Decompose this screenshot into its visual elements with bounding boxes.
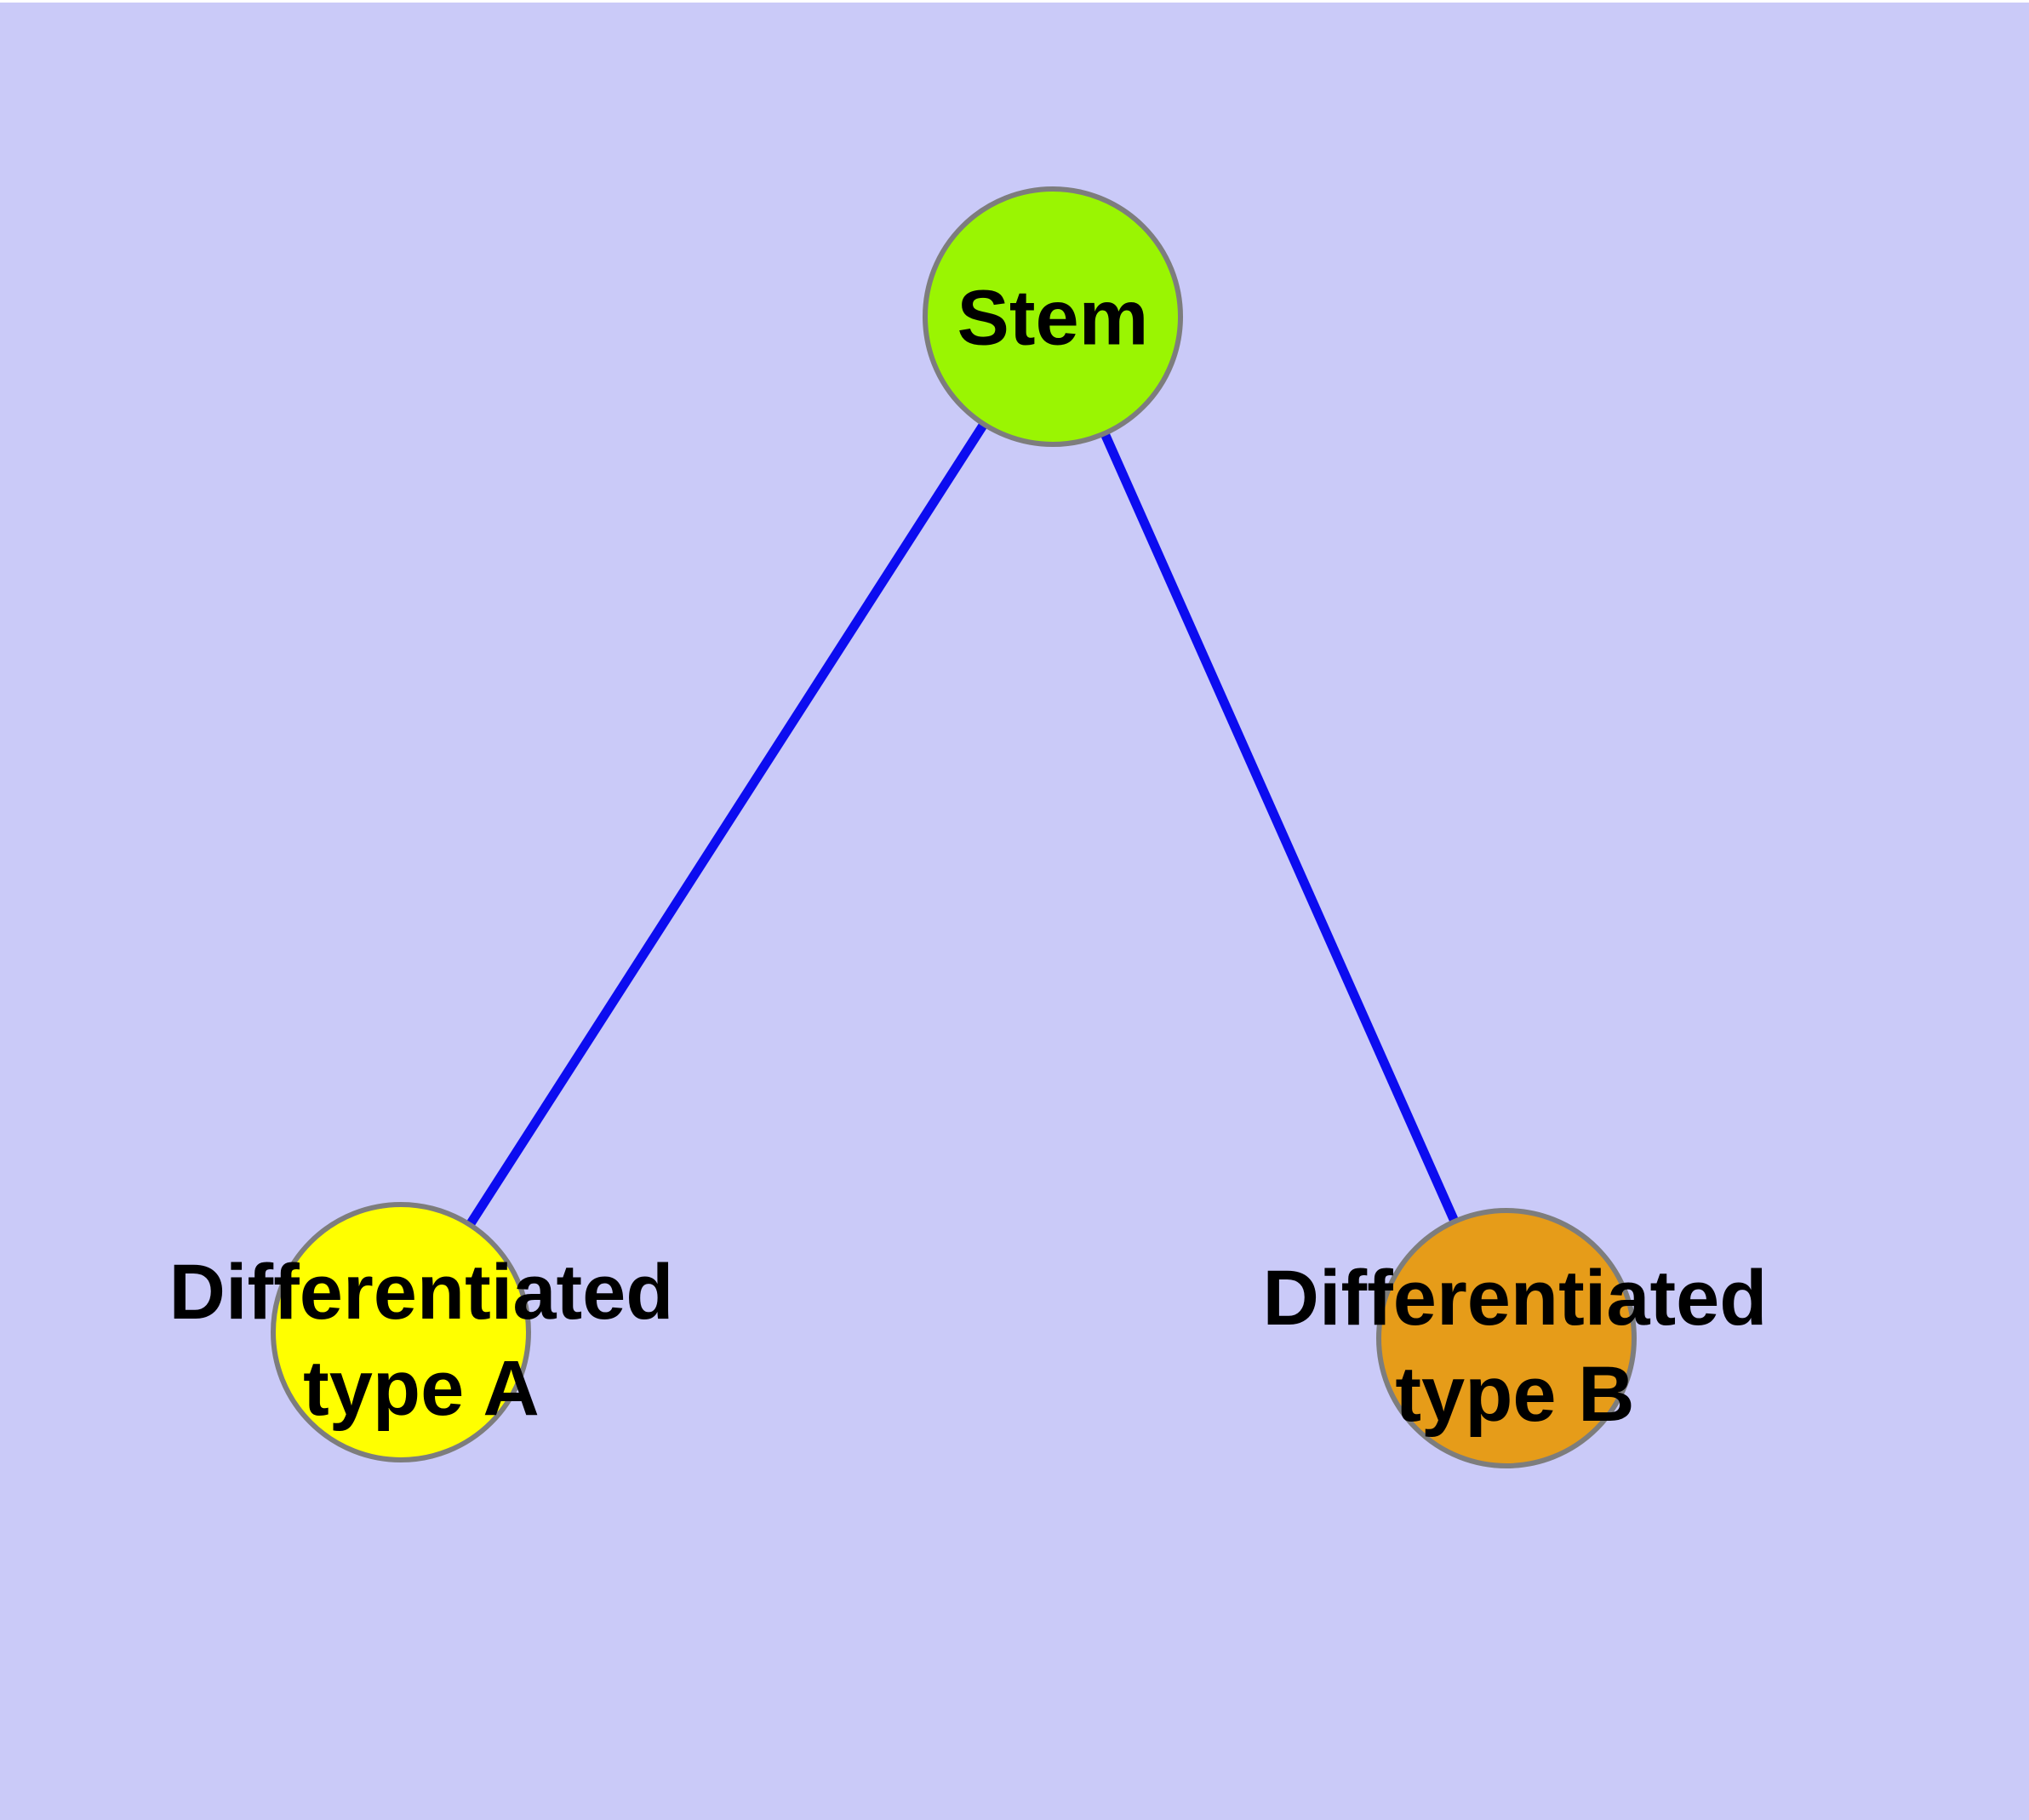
stem-node-label-text: Stem xyxy=(957,274,1149,362)
stem-node-circle xyxy=(923,186,1183,447)
differentiated-type-a-node-circle xyxy=(271,1202,531,1462)
type-b-label-line-2: type B xyxy=(1395,1351,1635,1438)
type-b-label-line-1: Differentiated xyxy=(1262,1255,1768,1342)
stem-node-label: Stem xyxy=(957,271,1149,367)
differentiated-type-b-node-circle xyxy=(1376,1208,1637,1468)
edge-stem-to-type-a xyxy=(397,314,1057,1335)
type-a-label-line-1: Differentiated xyxy=(169,1249,674,1336)
differentiated-type-a-node-label: Differentiated type A xyxy=(169,1245,674,1437)
type-a-label-line-2: type A xyxy=(303,1345,540,1432)
top-white-strip xyxy=(0,0,2029,3)
differentiated-type-b-node-label: Differentiated type B xyxy=(1263,1251,1768,1443)
edge-stem-to-type-b xyxy=(1048,314,1512,1341)
